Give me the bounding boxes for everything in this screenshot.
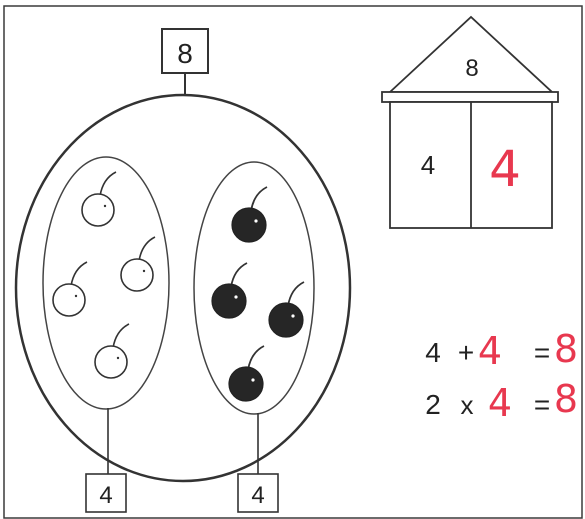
equation-2-equals: = xyxy=(534,389,550,420)
house-roof-value: 8 xyxy=(465,55,478,82)
equation-1-equals: = xyxy=(534,337,550,368)
equation-1-a: 4 xyxy=(425,337,441,368)
equation-1-operator: + xyxy=(458,337,474,368)
cherry-outline-icon xyxy=(94,323,130,379)
cherry-outline-icon xyxy=(81,171,117,227)
cherry-outline-icon xyxy=(120,236,156,292)
left-group-box-value: 4 xyxy=(99,482,112,509)
equation-2-result: 8 xyxy=(554,377,578,421)
cherry-filled-icon xyxy=(228,345,265,402)
right-group-box-value: 4 xyxy=(251,482,264,509)
page-frame xyxy=(3,5,583,519)
whole-set-oval xyxy=(14,93,352,483)
left-group-oval xyxy=(42,156,170,410)
equation-1-answer: 4 xyxy=(478,329,502,373)
cherry-outline-icon xyxy=(52,261,88,317)
equation-2-operator: x xyxy=(461,390,474,420)
cherry-filled-icon xyxy=(231,186,268,243)
cherry-filled-icon xyxy=(268,281,305,338)
house-eave xyxy=(381,91,559,103)
equation-1-result: 8 xyxy=(554,327,578,371)
right-cherries xyxy=(211,186,305,402)
equation-multiplication: 2 x 4 = 8 xyxy=(425,377,578,425)
equation-2-a: 2 xyxy=(425,389,441,420)
total-box: 8 xyxy=(161,28,209,74)
number-house: 8 4 4 xyxy=(381,15,559,229)
house-left-room-value: 4 xyxy=(421,150,435,180)
right-group-box: 4 xyxy=(237,473,279,513)
equation-addition: 4 + 4 = 8 xyxy=(425,327,578,373)
left-cherries xyxy=(52,171,156,379)
right-group-oval xyxy=(193,161,315,415)
total-box-value: 8 xyxy=(177,38,193,69)
left-group-box: 4 xyxy=(85,473,127,513)
house-right-room-answer: 4 xyxy=(489,140,521,198)
cherry-filled-icon xyxy=(211,262,248,319)
equation-2-answer: 4 xyxy=(488,381,512,425)
